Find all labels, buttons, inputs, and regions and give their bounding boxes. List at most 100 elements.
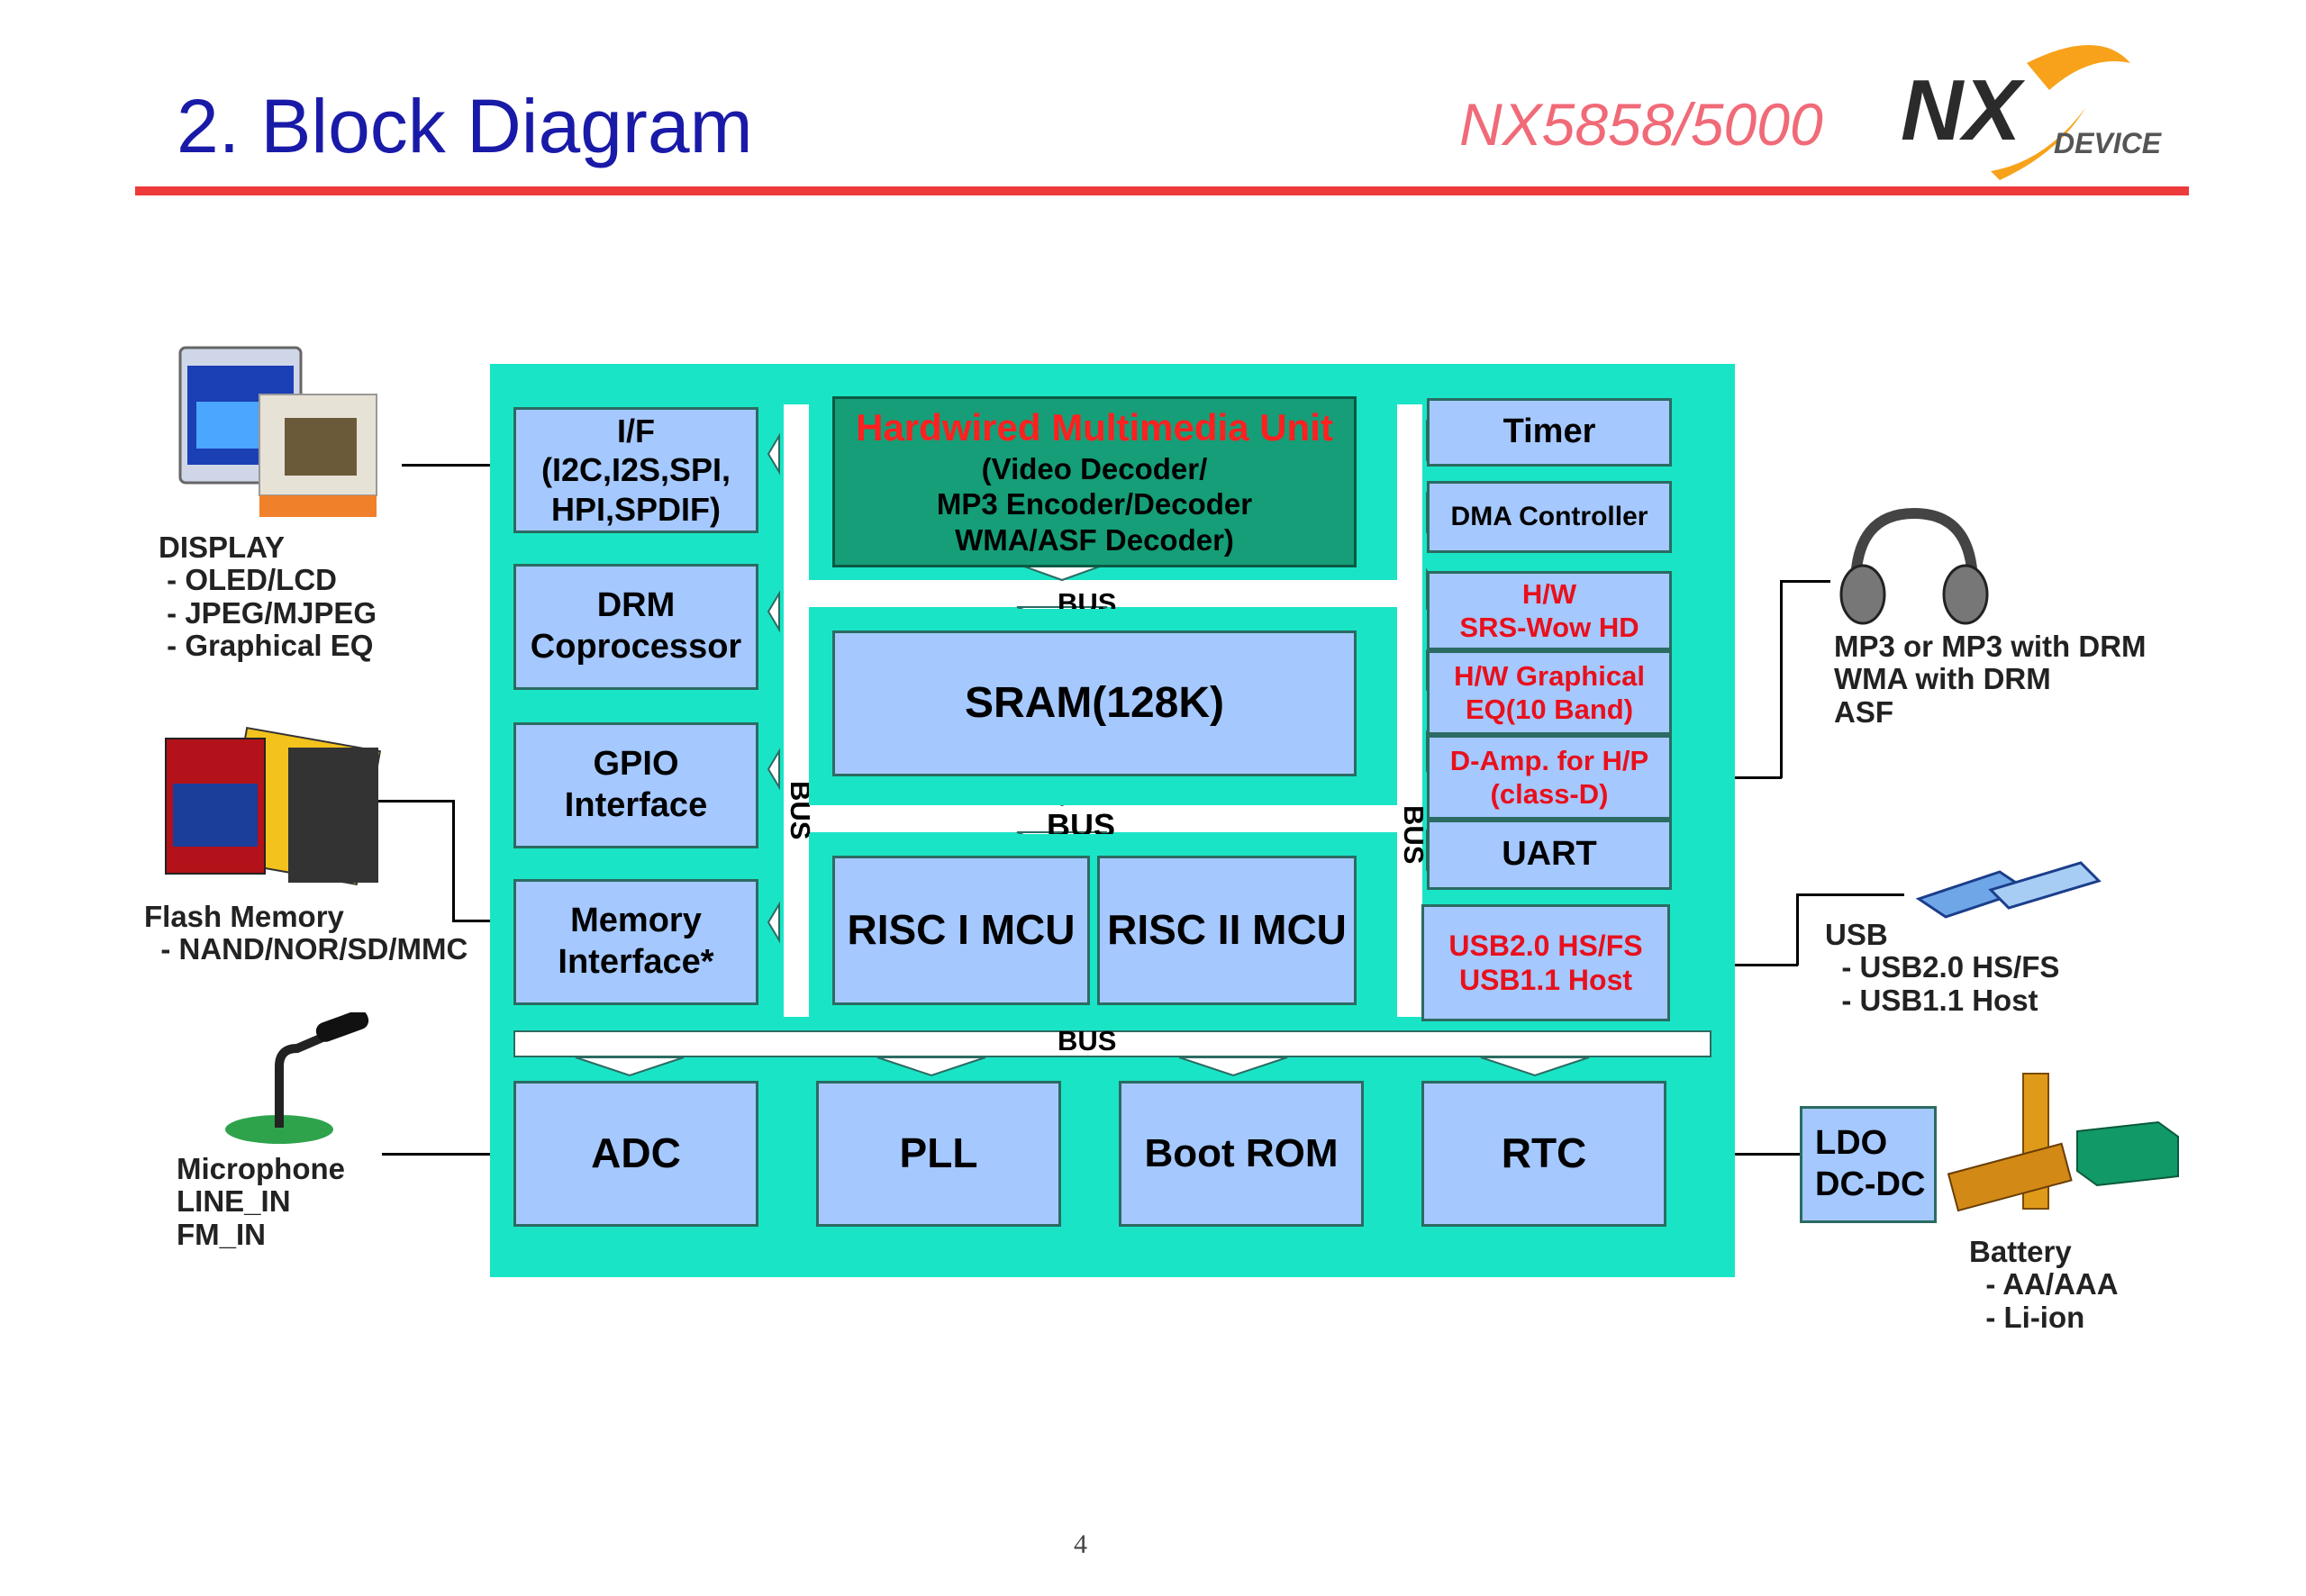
display-note: DISPLAY - OLED/LCD - JPEG/MJPEG - Graphi…	[159, 530, 377, 662]
uart-label: UART	[1502, 835, 1597, 874]
logo-text-nx: NX	[1901, 62, 2025, 159]
upper-horizontal-bus	[784, 580, 1422, 607]
microphone-image	[225, 1012, 369, 1144]
arrow-adc	[575, 1056, 685, 1077]
d-amp-label: D-Amp. for H/P (class-D)	[1449, 744, 1649, 810]
nx-device-logo: NX DEVICE	[1901, 45, 2163, 180]
time-bar	[259, 495, 377, 517]
right-earcup	[1942, 564, 1989, 625]
arrow-rtc	[1480, 1056, 1590, 1077]
memory-interface-label: Memory Interface*	[558, 902, 714, 981]
video-thumbnail	[285, 418, 357, 476]
gpio-interface-block: GPIO Interface	[513, 722, 758, 848]
mic-head	[315, 1012, 369, 1042]
srs-wow-block: H/W SRS-Wow HD	[1427, 571, 1672, 650]
display-connector	[402, 464, 490, 467]
sram-block: SRAM(128K)	[832, 630, 1357, 776]
logo-swoosh-top	[2027, 45, 2130, 90]
interface-block-label: I/F (I2C,I2S,SPI, HPI,SPDIF)	[540, 413, 731, 528]
headband	[1850, 507, 1978, 586]
graphical-eq-block: H/W Graphical EQ(10 Band)	[1427, 650, 1672, 735]
cf-card-label	[173, 784, 258, 847]
usb-block-label: USB2.0 HS/FS USB1.1 Host	[1448, 929, 1643, 996]
page-title: 2. Block Diagram	[177, 84, 753, 168]
boot-rom-label: Boot ROM	[1144, 1130, 1339, 1175]
page-number: 4	[1074, 1529, 1087, 1559]
left-earcup	[1839, 564, 1886, 625]
flash-connector-h2	[452, 920, 490, 922]
arrow-memif	[767, 901, 780, 944]
flash-connector-v	[452, 800, 455, 921]
flash-note: Flash Memory - NAND/NOR/SD/MMC	[144, 900, 468, 966]
mic-base	[225, 1115, 333, 1144]
usb-cable-image	[1915, 861, 2102, 919]
arrow-if	[767, 432, 780, 476]
battery-cell-horizontal	[1947, 1142, 2073, 1212]
arrow-drm	[767, 590, 780, 633]
risc-ii-mcu-label: RISC II MCU	[1107, 906, 1347, 954]
arrow-gpio	[767, 748, 780, 791]
usb-note: USB - USB2.0 HS/FS - USB1.1 Host	[1825, 918, 2060, 1017]
dma-controller-label: DMA Controller	[1450, 502, 1648, 531]
arrow-pll	[876, 1056, 986, 1077]
risc-ii-mcu-block: RISC II MCU	[1097, 856, 1357, 1005]
ldo-dcdc-block: LDO DC-DC	[1800, 1106, 1937, 1223]
d-amp-block: D-Amp. for H/P (class-D)	[1427, 735, 1672, 820]
rtc-label: RTC	[1501, 1129, 1587, 1177]
audio-format-note: MP3 or MP3 with DRM WMA with DRM ASF	[1834, 630, 2147, 729]
usb-connector-h1	[1735, 964, 1798, 966]
risc-i-mcu-label: RISC I MCU	[847, 906, 1076, 954]
li-ion-pack	[2076, 1120, 2179, 1187]
ldo-connector	[1735, 1153, 1800, 1156]
gpio-interface-label: GPIO Interface	[564, 745, 708, 824]
boot-rom-block: Boot ROM	[1119, 1081, 1364, 1227]
sram-label: SRAM(128K)	[964, 679, 1225, 728]
logo-swoosh-bottom	[1991, 108, 2085, 180]
left-vertical-bus	[784, 404, 809, 1017]
rtc-block: RTC	[1421, 1081, 1666, 1227]
pll-block: PLL	[816, 1081, 1061, 1227]
battery-note: Battery - AA/AAA - Li-ion	[1969, 1235, 2119, 1334]
timer-block: Timer	[1427, 398, 1672, 467]
multimedia-unit-title: Hardwired Multimedia Unit	[856, 406, 1333, 449]
audio-connector-h1	[1735, 776, 1782, 779]
pll-label: PLL	[899, 1129, 978, 1177]
usb-plug-b	[1988, 861, 2102, 910]
dma-controller-block: DMA Controller	[1427, 481, 1672, 553]
mic-connector	[382, 1153, 490, 1156]
bus-label-right: BUS	[1398, 805, 1430, 865]
hardwired-multimedia-unit: Hardwired Multimedia Unit (Video Decoder…	[832, 396, 1357, 567]
model-name: NX5858/5000	[1459, 91, 1823, 158]
right-vertical-bus	[1397, 404, 1422, 1017]
arrow-bootrom	[1178, 1056, 1288, 1077]
usb-connector-v	[1796, 893, 1799, 966]
usb-connector-h2	[1796, 893, 1904, 896]
flash-connector-h1	[378, 800, 454, 803]
logo-text-device: DEVICE	[2054, 127, 2163, 159]
mic-stand	[275, 1017, 362, 1128]
sd-card-black	[288, 748, 378, 883]
middle-horizontal-bus	[784, 805, 1422, 832]
memory-interface-block: Memory Interface*	[513, 879, 758, 1005]
battery-image	[1947, 1073, 2179, 1212]
graphical-eq-label: H/W Graphical EQ(10 Band)	[1454, 659, 1645, 725]
adc-label: ADC	[591, 1129, 681, 1177]
drm-coprocessor-block: DRM Coprocessor	[513, 564, 758, 690]
audio-connector-v	[1780, 580, 1783, 778]
headphones-image	[1839, 507, 1989, 625]
ldo-dcdc-label: LDO DC-DC	[1815, 1124, 1926, 1203]
drm-coprocessor-label: DRM Coprocessor	[530, 586, 742, 666]
multimedia-unit-body: (Video Decoder/ MP3 Encoder/Decoder WMA/…	[936, 451, 1253, 557]
bottom-horizontal-bus	[513, 1030, 1711, 1057]
flash-cards-image	[165, 726, 382, 886]
soc-board: BUS BUS BUS BUS BUS I/F (I2C,I2S,SPI, HP…	[490, 364, 1735, 1277]
srs-wow-label: H/W SRS-Wow HD	[1459, 577, 1639, 643]
usb-block: USB2.0 HS/FS USB1.1 Host	[1421, 904, 1670, 1021]
risc-i-mcu-block: RISC I MCU	[832, 856, 1090, 1005]
interface-block: I/F (I2C,I2S,SPI, HPI,SPDIF)	[513, 407, 758, 533]
display-device-image	[178, 346, 377, 517]
title-underline	[135, 186, 2189, 195]
audio-connector-h2	[1780, 580, 1830, 583]
timer-label: Timer	[1503, 413, 1596, 451]
uart-block: UART	[1427, 820, 1672, 890]
